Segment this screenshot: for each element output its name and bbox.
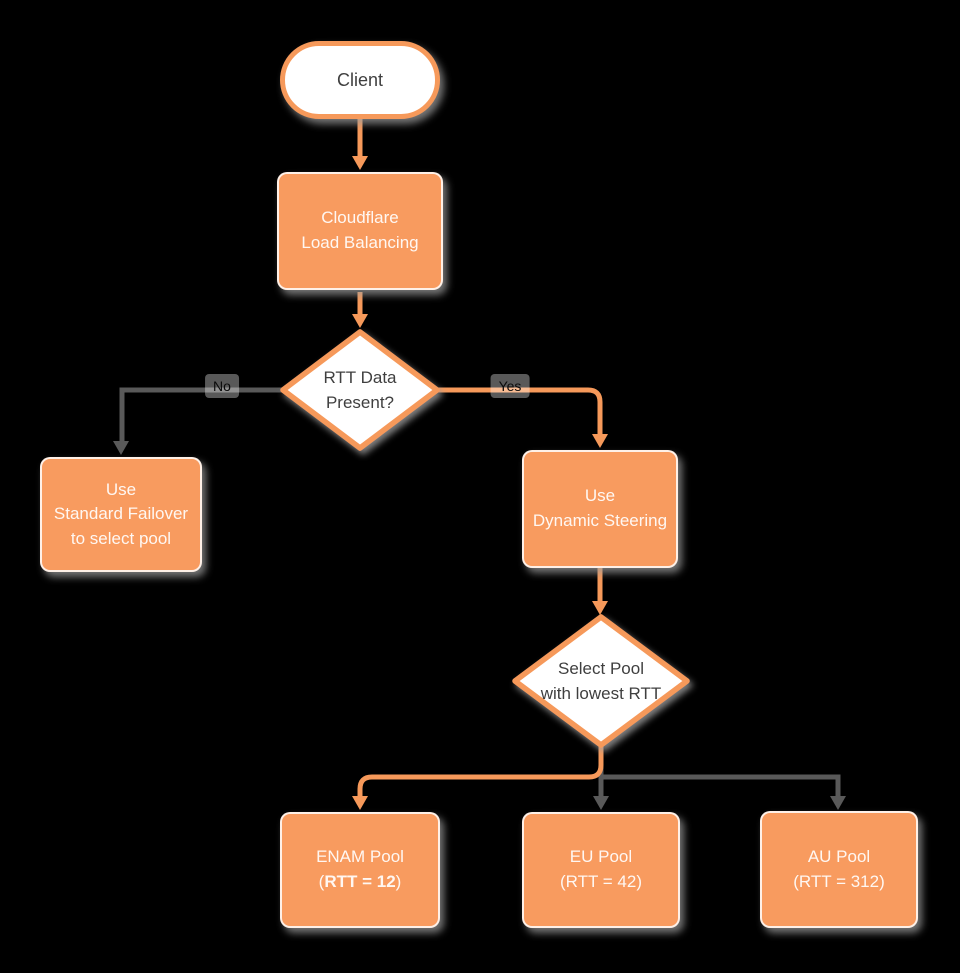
enam-rtt-paren-open: ( xyxy=(318,872,325,891)
node-rtt-decision-label: RTT Data Present? xyxy=(323,367,397,413)
au-pool-rtt: (RTT = 312) xyxy=(793,871,885,891)
edge-au-connector xyxy=(601,774,841,798)
eu-pool-title: EU Pool xyxy=(569,847,633,867)
edge-steering-to-select-arrowhead xyxy=(592,601,608,615)
node-load-balancer: Cloudflare Load Balancing xyxy=(277,172,443,290)
enam-rtt-paren-close: ) xyxy=(395,872,402,891)
edge-no-connector xyxy=(119,387,283,443)
rtt-decision-diamond xyxy=(280,329,440,451)
edge-yes-arrowhead xyxy=(592,434,608,448)
node-enam-pool-label: ENAM Pool (RTT = 12) xyxy=(316,845,404,894)
node-eu-pool: EU Pool (RTT = 42) xyxy=(522,812,680,928)
edge-enam-arrowhead xyxy=(352,796,368,810)
edge-enam-connector xyxy=(357,745,604,796)
node-dynamic-steering: Use Dynamic Steering xyxy=(522,450,678,568)
node-select-pool-label-wrap: Select Pool with lowest RTT xyxy=(521,631,681,731)
node-dynamic-steering-label: Use Dynamic Steering xyxy=(532,486,668,530)
edge-no-label: No xyxy=(205,374,239,398)
select-pool-diamond xyxy=(512,614,690,748)
node-load-balancer-label: Cloudflare Load Balancing xyxy=(301,208,419,252)
node-standard-failover: Use Standard Failover to select pool xyxy=(40,457,202,572)
node-eu-pool-label: EU Pool (RTT = 42) xyxy=(560,845,642,894)
edge-au-arrowhead xyxy=(830,796,846,810)
edge-yes-connector xyxy=(437,387,603,434)
node-rtt-decision-label-wrap: RTT Data Present? xyxy=(285,340,435,440)
edge-client-to-lb-arrowhead xyxy=(352,156,368,170)
enam-rtt-value: RTT = 12 xyxy=(324,872,396,891)
node-enam-pool: ENAM Pool (RTT = 12) xyxy=(280,812,440,928)
au-pool-title: AU Pool xyxy=(807,846,871,866)
node-select-pool-label: Select Pool with lowest RTT xyxy=(540,658,662,704)
edge-yes-label: Yes xyxy=(490,374,530,398)
node-au-pool: AU Pool (RTT = 312) xyxy=(760,811,918,928)
edge-no-arrowhead xyxy=(113,441,129,455)
node-client: Client xyxy=(280,41,440,119)
node-client-label: Client xyxy=(336,69,384,90)
edge-lb-to-decision-arrowhead xyxy=(352,314,368,328)
eu-pool-rtt: (RTT = 42) xyxy=(559,872,643,891)
enam-pool-title: ENAM Pool xyxy=(316,847,404,867)
edge-eu-arrowhead xyxy=(593,796,609,810)
node-standard-failover-label: Use Standard Failover to select pool xyxy=(53,479,189,548)
node-au-pool-label: AU Pool (RTT = 312) xyxy=(793,845,885,894)
